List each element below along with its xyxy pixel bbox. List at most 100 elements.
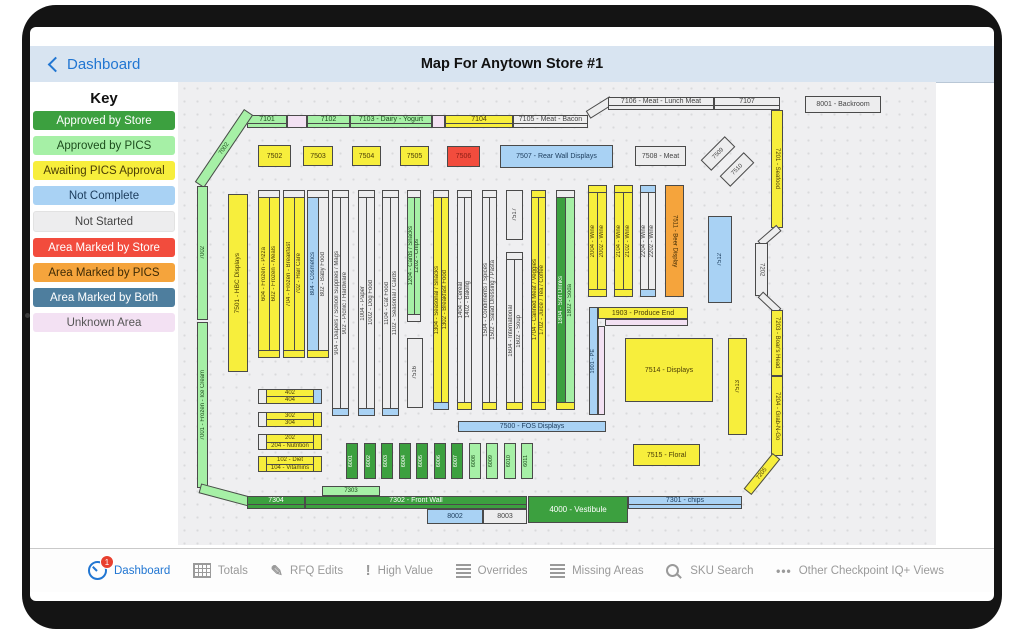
- map-area-7511[interactable]: 7511 - Beer Display: [665, 185, 684, 297]
- map-area-6008[interactable]: 6008: [469, 443, 481, 479]
- map-area-1903[interactable]: 1903 - Produce End: [598, 307, 688, 319]
- map-area-7002[interactable]: 7002: [197, 186, 208, 320]
- map-area-7503[interactable]: 7503: [303, 146, 333, 166]
- map-area-8001[interactable]: 8001 - Backroom: [805, 96, 881, 113]
- map-area-label: 7511 - Beer Display: [671, 214, 678, 268]
- map-area-8003[interactable]: 8003: [483, 509, 527, 524]
- tab-item-overrides[interactable]: Overrides: [455, 563, 528, 578]
- map-area-6001[interactable]: 6001: [346, 443, 358, 479]
- map-area-1901b[interactable]: [598, 326, 605, 415]
- map-area-gap-b[interactable]: [432, 115, 445, 128]
- map-area-7514[interactable]: 7514 - Displays: [625, 338, 713, 402]
- map-area-7512[interactable]: 7512: [708, 216, 732, 303]
- doc-icon: [455, 563, 471, 578]
- map-area-gap-a[interactable]: [287, 115, 307, 128]
- map-area-6007[interactable]: 6007: [451, 443, 463, 479]
- map-area-7304[interactable]: 7304: [247, 496, 305, 509]
- map-area-label: 7204 - Grab-N-Go: [774, 391, 780, 441]
- map-area-7507[interactable]: 7507 - Rear Wall Displays: [500, 145, 613, 168]
- map-area-6004[interactable]: 6004: [399, 443, 411, 479]
- map-area-7201[interactable]: 7201 - Seafood: [771, 110, 783, 228]
- back-button[interactable]: Dashboard: [47, 46, 140, 82]
- map-area-7517[interactable]: 7517: [506, 190, 523, 240]
- map-area-6009[interactable]: 6009: [486, 443, 498, 479]
- map-area-6002[interactable]: 6002: [364, 443, 376, 479]
- map-area-8002[interactable]: 8002: [427, 509, 483, 524]
- map-area-7506[interactable]: 7506: [447, 146, 480, 167]
- aisle-endcap-bottom: [483, 402, 496, 409]
- map-area-7516[interactable]: 7516: [407, 338, 423, 408]
- key-item-pics: Approved by PICS: [33, 136, 175, 155]
- map-area-7501[interactable]: 7501 - HBC Displays: [228, 194, 248, 372]
- tab-item-missing-areas[interactable]: Missing Areas: [550, 563, 644, 578]
- map-area-7203[interactable]: 7203 - Boar's Head: [771, 310, 783, 376]
- map-area-7302[interactable]: 7302 - Front Wall: [305, 496, 527, 509]
- shelf-endcap-left: [259, 390, 267, 403]
- map-area-7303[interactable]: 7303: [322, 486, 380, 496]
- map-area-7502[interactable]: 7502: [258, 145, 291, 167]
- map-area-7500[interactable]: 7500 - FOS Displays: [458, 421, 606, 432]
- map-area-7515[interactable]: 7515 - Floral: [633, 444, 700, 466]
- tab-item-totals[interactable]: Totals: [192, 563, 248, 578]
- map-area-label: 7502: [266, 152, 283, 160]
- map-area-label: 6011: [523, 455, 530, 467]
- map-area-label: 8001 - Backroom: [816, 101, 870, 108]
- map-area-1901[interactable]: 1901 - PE: [589, 307, 598, 415]
- tab-item-high-value[interactable]: !High Value: [366, 562, 433, 579]
- aisle-endcap-bottom: [641, 289, 655, 296]
- tab-item-other-checkpoint-iq-views[interactable]: •••Other Checkpoint IQ+ Views: [776, 564, 944, 578]
- map-area-7504[interactable]: 7504: [352, 146, 381, 166]
- map-area-7106[interactable]: 7106 - Meat - Lunch Meat: [608, 97, 714, 110]
- map-area-7204[interactable]: 7204 - Grab-N-Go: [771, 376, 783, 456]
- map-area-4000[interactable]: 4000 - Vestibule: [528, 496, 628, 523]
- map-area-7202[interactable]: 7202: [755, 243, 768, 296]
- map-area-6005[interactable]: 6005: [416, 443, 428, 479]
- map-area-7103[interactable]: 7103 - Dairy - Yogurt: [350, 115, 432, 128]
- map-area-6011[interactable]: 6011: [521, 443, 533, 479]
- shelf-row: 104 - Vitamins: [267, 463, 313, 471]
- map-area-7101[interactable]: 7101: [247, 115, 287, 128]
- map-area-7107[interactable]: 7107: [714, 97, 780, 110]
- tab-label: RFQ Edits: [290, 564, 344, 577]
- map-area-7505[interactable]: 7505: [400, 146, 429, 166]
- map-area-7105[interactable]: 7105 - Meat - Bacon: [513, 115, 588, 128]
- tab-item-sku-search[interactable]: SKU Search: [666, 564, 754, 577]
- map-area-6010[interactable]: 6010: [504, 443, 516, 479]
- map-area-7508[interactable]: 7508 - Meat: [635, 146, 686, 166]
- map-area-label: 7001 - Frozen - Ice Cream: [199, 369, 206, 441]
- map-area-6006[interactable]: 6006: [434, 443, 446, 479]
- map-area-7513[interactable]: 7513: [728, 338, 747, 435]
- aisle-side-right: 702 - Hair Care: [293, 198, 304, 350]
- map-area-7102[interactable]: 7102: [307, 115, 350, 128]
- map-area-1903b[interactable]: [605, 319, 688, 326]
- shelf-endcap-right: [313, 390, 321, 403]
- aisle-side-right: 1202 - Chips: [413, 198, 420, 314]
- map-area-7104[interactable]: 7104: [445, 115, 513, 128]
- tab-item-rfq-edits[interactable]: ✎RFQ Edits: [270, 562, 343, 580]
- map-area-6003[interactable]: 6003: [381, 443, 393, 479]
- map-area-7001[interactable]: 7001 - Frozen - Ice Cream: [197, 322, 208, 488]
- map-area-7301[interactable]: 7301 - chips: [628, 496, 742, 509]
